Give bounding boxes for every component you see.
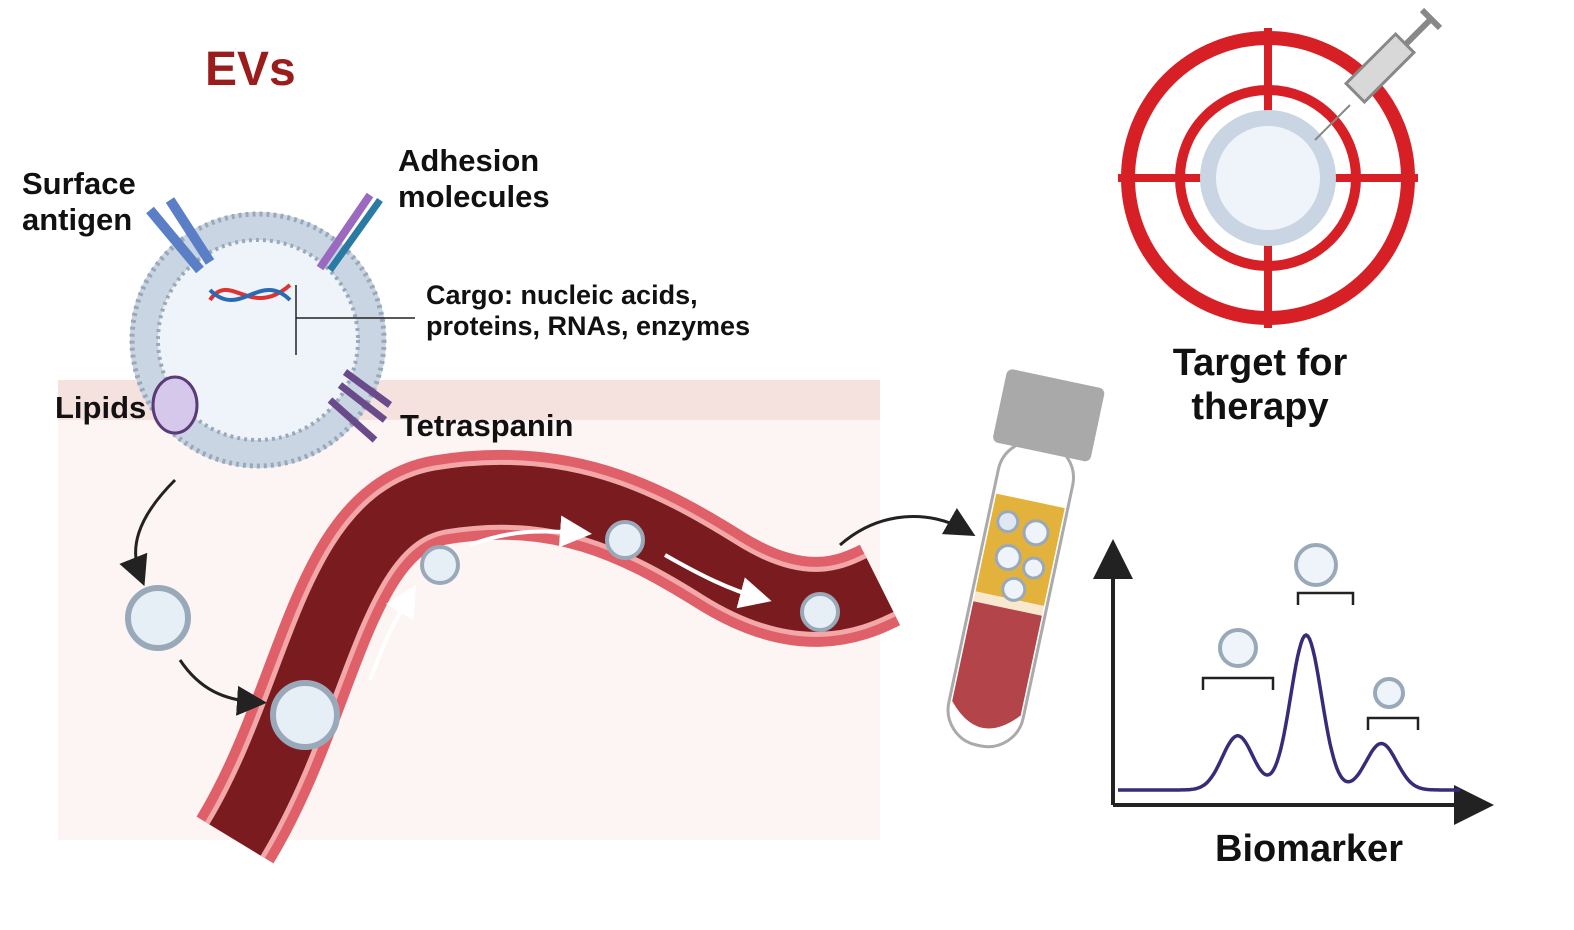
target-crosshair bbox=[1118, 28, 1418, 328]
peak-brackets bbox=[1201, 591, 1420, 730]
label-biomarker: Biomarker bbox=[1215, 828, 1403, 870]
flow-arrow bbox=[664, 553, 772, 609]
collection-arrow bbox=[839, 508, 976, 547]
label-cargo: Cargo: nucleic acids,proteins, RNAs, enz… bbox=[426, 280, 751, 342]
syringe-icon bbox=[1314, 7, 1443, 141]
ev-vesicle-large bbox=[129, 192, 415, 469]
title: EVs bbox=[205, 43, 296, 96]
ev-vesicle-small bbox=[125, 520, 840, 750]
flow-arrow bbox=[368, 584, 417, 681]
blood-tube bbox=[946, 369, 1105, 749]
biomarker-curve bbox=[1118, 632, 1460, 792]
label-lipids: Lipids bbox=[55, 390, 147, 425]
entry-arrow bbox=[178, 659, 267, 716]
label-tetraspanin: Tetraspanin bbox=[400, 408, 574, 443]
flow-arrow bbox=[469, 515, 592, 548]
peak-ev-icons bbox=[1218, 543, 1405, 709]
release-arrow bbox=[119, 478, 177, 587]
